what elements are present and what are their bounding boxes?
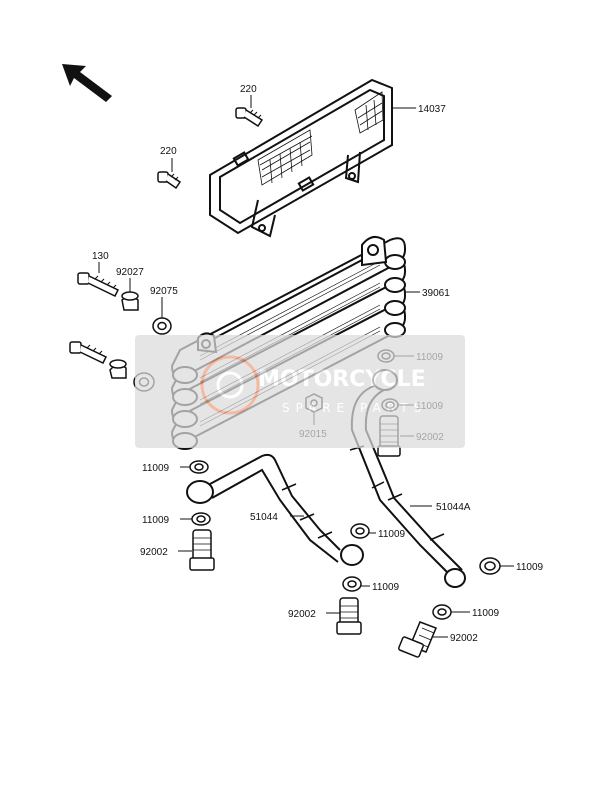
washer-11009-e — [350, 523, 370, 539]
watermark-subtitle: SPARE PARTS — [282, 401, 427, 415]
banjo-bolt-92002-b — [189, 529, 215, 571]
label-92002-c: 92002 — [288, 609, 316, 620]
label-11009-g: 11009 — [516, 562, 544, 573]
label-92075: 92075 — [150, 286, 178, 297]
label-11009-h: 11009 — [472, 608, 500, 619]
washer-11009-c — [189, 460, 209, 474]
bolt-220-left — [157, 171, 182, 190]
label-51044: 51044 — [250, 512, 278, 523]
label-11009-e: 11009 — [378, 529, 406, 540]
collar-92027-lower — [109, 359, 127, 379]
watermark-title: MOTORCYCLE — [258, 367, 426, 392]
label-39061: 39061 — [422, 288, 450, 299]
label-11009-d: 11009 — [142, 515, 170, 526]
watermark: MOTORCYCLE SPARE PARTS — [135, 335, 465, 448]
label-130: 130 — [92, 251, 109, 262]
label-220-left: 220 — [160, 146, 177, 157]
label-14037: 14037 — [418, 104, 446, 115]
watermark-logo-icon — [200, 355, 260, 415]
bolt-130-lower — [69, 341, 108, 364]
oil-hose-51044 — [186, 453, 364, 566]
washer-11009-f — [342, 576, 362, 592]
washer-11009-g — [479, 557, 501, 575]
grommet-92075-upper — [152, 317, 172, 335]
label-220-top: 220 — [240, 84, 257, 95]
collar-92027-upper — [121, 291, 139, 311]
washer-11009-h — [432, 604, 452, 620]
label-92027: 92027 — [116, 267, 144, 278]
bolt-130-upper — [77, 272, 120, 297]
banjo-bolt-92002-c — [336, 597, 362, 635]
label-11009-c: 11009 — [142, 463, 170, 474]
washer-11009-d — [191, 512, 211, 526]
label-11009-f: 11009 — [372, 582, 400, 593]
banjo-bolt-92002-d — [398, 621, 437, 658]
label-92002-b: 92002 — [140, 547, 168, 558]
arrow-up-left-icon — [62, 64, 112, 102]
bolt-220-top — [235, 107, 264, 128]
label-92002-d: 92002 — [450, 633, 478, 644]
label-51044A: 51044A — [436, 502, 471, 513]
radiator-guard — [209, 78, 393, 238]
